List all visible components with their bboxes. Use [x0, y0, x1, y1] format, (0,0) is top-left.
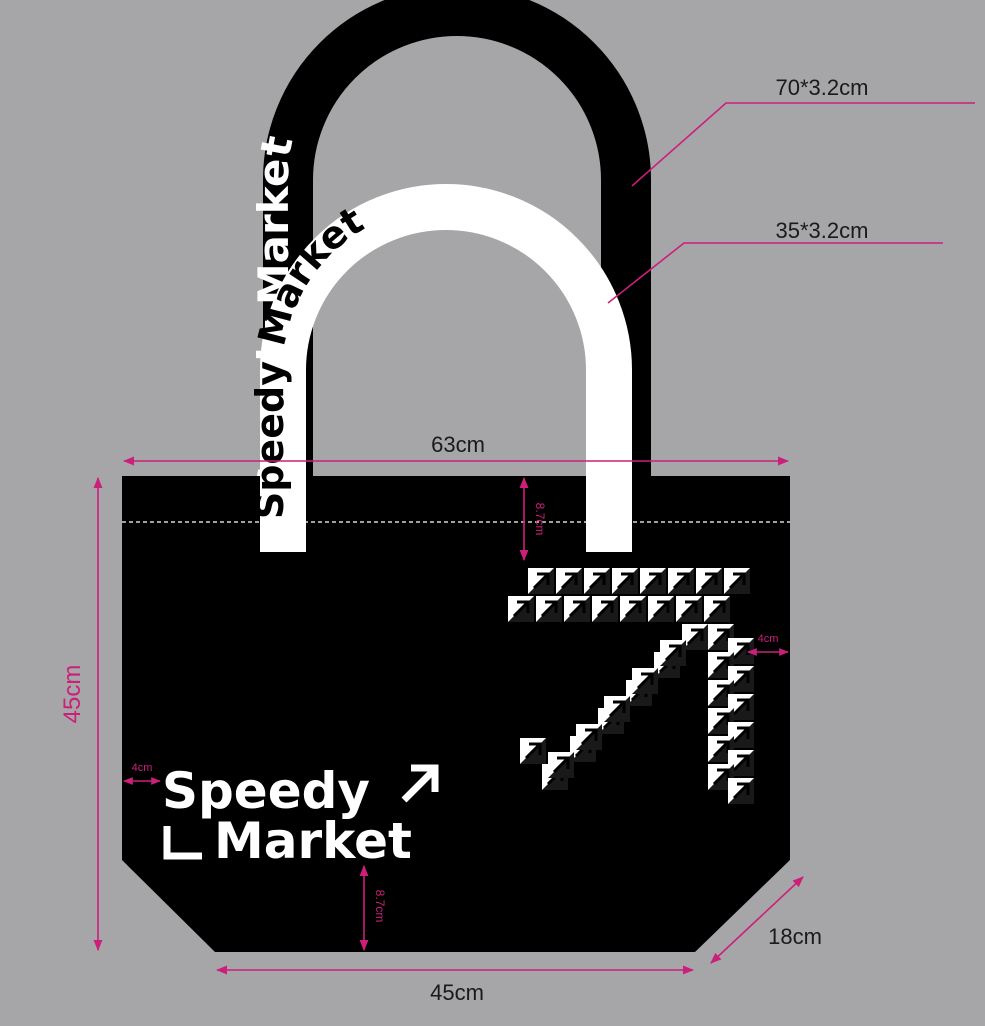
pattern-tile — [620, 596, 646, 622]
pattern-tile — [604, 696, 630, 722]
pattern-tile — [668, 568, 694, 594]
hem-depth-label: 8.7cm — [533, 503, 547, 536]
logo-line-1: Speedy — [162, 762, 370, 820]
short-strap-label: 35*3.2cm — [776, 218, 869, 243]
arrow-tile-pattern — [508, 568, 754, 804]
arrow-down-left-icon — [163, 826, 202, 860]
pattern-tile — [528, 568, 554, 594]
height-label: 45cm — [59, 665, 86, 724]
pattern-tile — [520, 738, 546, 764]
pattern-tile — [708, 764, 734, 790]
pattern-tile — [704, 596, 730, 622]
long-strap-label: 70*3.2cm — [776, 75, 869, 100]
pattern-tile — [640, 568, 666, 594]
pattern-tile — [612, 568, 638, 594]
arrow-up-right-icon — [401, 764, 439, 803]
pattern-tile — [708, 652, 734, 678]
bottom-width-label: 45cm — [430, 980, 484, 1005]
pattern-tile — [564, 596, 590, 622]
pattern-tile — [660, 640, 686, 666]
brand-logo: Speedy Market — [162, 762, 439, 870]
pattern-tile — [728, 778, 754, 804]
bag-body — [122, 476, 790, 952]
dimension-annotations: 63cm 45cm 45cm 18cm 8.7cm 8.7cm 4cm 4cm … — [59, 75, 975, 1005]
pattern-tile — [592, 596, 618, 622]
pattern-tile — [648, 596, 674, 622]
logo-margin-label: 4cm — [132, 762, 153, 774]
pattern-tile — [724, 568, 750, 594]
pattern-tile — [676, 596, 702, 622]
logo-bottom-label: 8.7cm — [373, 890, 387, 923]
pattern-tile — [682, 624, 708, 650]
pattern-tile — [728, 750, 754, 776]
pattern-tile — [584, 568, 610, 594]
pattern-tile — [536, 596, 562, 622]
pattern-tile — [556, 568, 582, 594]
pattern-margin-label: 4cm — [758, 633, 779, 645]
gusset-label: 18cm — [768, 924, 822, 949]
pattern-tile — [508, 596, 534, 622]
pattern-tile — [728, 722, 754, 748]
logo-line-2: Market — [214, 812, 412, 870]
pattern-tile — [696, 568, 722, 594]
pattern-tile — [576, 724, 602, 750]
pattern-tile — [632, 668, 658, 694]
top-width-label: 63cm — [431, 432, 485, 457]
pattern-tile — [548, 752, 574, 778]
